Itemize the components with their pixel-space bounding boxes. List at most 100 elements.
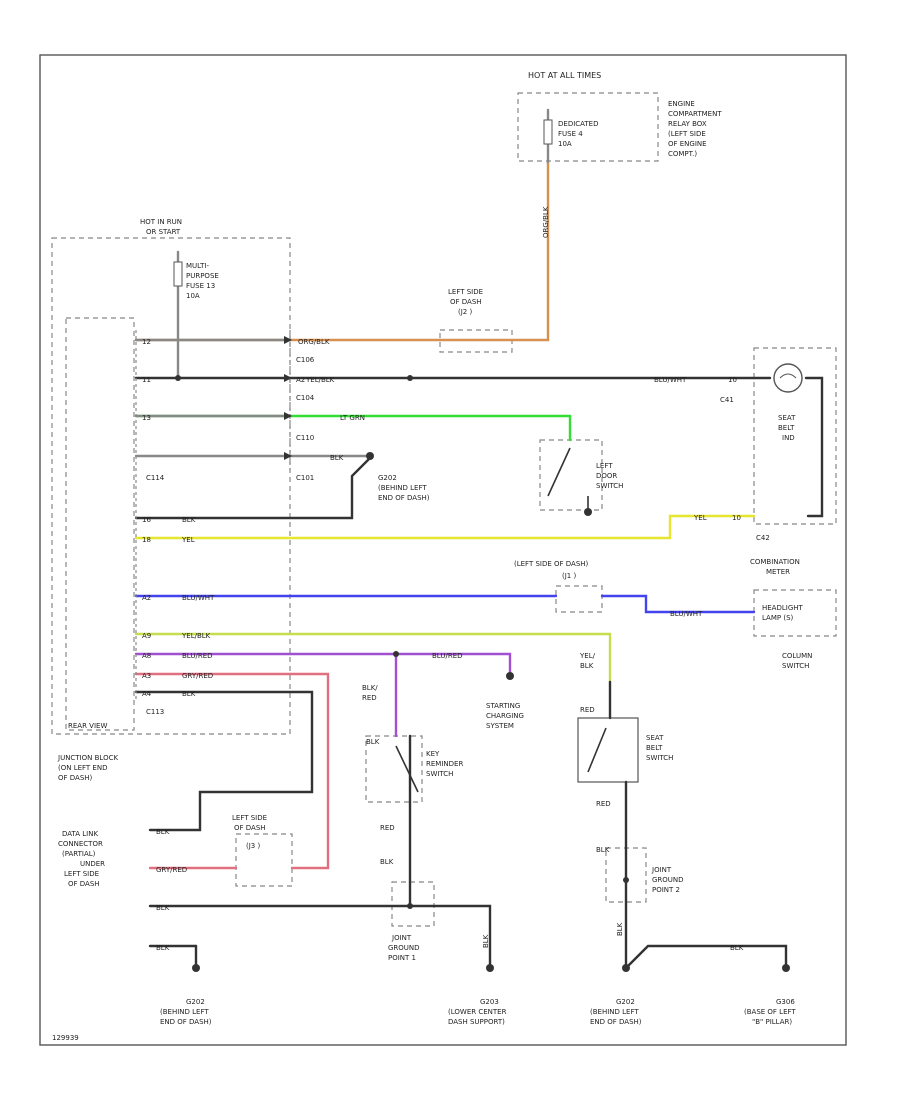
junction-block-label: REAR VIEW JUNCTION BLOCK (ON LEFT END OF…: [57, 722, 118, 782]
svg-text:GROUND: GROUND: [388, 944, 420, 952]
pin-numbers: 12 11 13 16 18 A2 A9 A8 A3 A4 A2 10 10: [142, 338, 741, 698]
svg-text:SEAT: SEAT: [646, 734, 664, 742]
svg-text:BLK/: BLK/: [362, 684, 378, 692]
svg-text:RED: RED: [362, 694, 377, 702]
seat-belt-switch-label: SEAT BELT SWITCH: [646, 734, 673, 762]
diagram-id: 129939: [52, 1034, 79, 1042]
blk-wire-jb: [134, 456, 372, 520]
connector-label: C106: [296, 356, 315, 364]
door-switch-blade: [547, 447, 571, 497]
ground-symbol-icon: [584, 508, 592, 516]
svg-text:A2: A2: [142, 594, 151, 602]
splice-j1-box: [555, 585, 603, 613]
seat-belt-ind-label: SEAT BELT IND: [778, 414, 796, 442]
key-reminder-label: KEY REMINDER SWITCH: [426, 750, 463, 778]
svg-text:FUSE 13: FUSE 13: [186, 282, 215, 290]
dlc-label: DATA LINK CONNECTOR (PARTIAL) UNDER LEFT…: [58, 830, 105, 888]
connector-label: C114: [146, 474, 165, 482]
svg-text:(BEHIND LEFT: (BEHIND LEFT: [590, 1008, 639, 1016]
combination-meter-box: [753, 347, 837, 525]
svg-text:DASH SUPPORT): DASH SUPPORT): [448, 1018, 505, 1026]
connector-arrow: [284, 336, 292, 344]
column-switch-box: [753, 589, 837, 637]
wire-label: RED: [580, 706, 595, 714]
splice-j3-box: [235, 833, 293, 887]
wire-label: YEL/BLK: [181, 632, 211, 640]
svg-text:OF DASH: OF DASH: [450, 298, 482, 306]
svg-text:COLUMN: COLUMN: [782, 652, 812, 660]
svg-text:LAMP (S): LAMP (S): [762, 614, 794, 622]
svg-text:SWITCH: SWITCH: [646, 754, 673, 762]
connector-arrow: [284, 374, 292, 382]
wire-label: BLK: [156, 828, 170, 836]
svg-text:(BEHIND LEFT: (BEHIND LEFT: [160, 1008, 209, 1016]
yel-wire: [134, 514, 756, 540]
svg-text:KEY: KEY: [426, 750, 440, 758]
svg-text:G202: G202: [378, 474, 397, 482]
svg-text:CHARGING: CHARGING: [486, 712, 524, 720]
svg-text:A4: A4: [142, 690, 152, 698]
svg-text:POINT 1: POINT 1: [388, 954, 416, 962]
joint-ground-1-box: [391, 881, 435, 927]
svg-text:G203: G203: [480, 998, 499, 1006]
wire-label: BLU/WHT: [654, 376, 687, 384]
wire-label: GRY/RED: [182, 672, 213, 680]
svg-text:LEFT SIDE: LEFT SIDE: [64, 870, 99, 878]
wire-label: BLU/RED: [182, 652, 213, 660]
svg-text:MULTI-: MULTI-: [186, 262, 209, 270]
splice-dot: [175, 375, 181, 381]
svg-text:OR START: OR START: [146, 228, 181, 236]
svg-text:IND: IND: [782, 434, 795, 442]
splice-dot: [623, 877, 629, 883]
multi-fuse-label: MULTI- PURPOSE FUSE 13 10A: [186, 262, 219, 300]
svg-text:RELAY BOX: RELAY BOX: [668, 120, 707, 128]
svg-text:METER: METER: [766, 568, 790, 576]
svg-text:16: 16: [142, 516, 151, 524]
wire-label: BLK: [366, 738, 380, 746]
connector-label: C42: [756, 534, 770, 542]
ground-symbol-icon: [486, 964, 494, 972]
svg-text:REMINDER: REMINDER: [426, 760, 463, 768]
svg-text:(LOWER CENTER: (LOWER CENTER: [448, 1008, 507, 1016]
blu-red-wire: [134, 652, 512, 678]
svg-text:FUSE 4: FUSE 4: [558, 130, 583, 138]
key-switch-blade: [395, 745, 419, 793]
svg-text:"B" PILLAR): "B" PILLAR): [752, 1018, 792, 1026]
connector-end-icon: [506, 672, 514, 680]
column-switch-label: COLUMN SWITCH: [782, 652, 812, 670]
svg-text:(BEHIND LEFT: (BEHIND LEFT: [378, 484, 427, 492]
svg-text:YEL/: YEL/: [579, 652, 596, 660]
starting-charging-label: STARTING CHARGING SYSTEM: [486, 702, 524, 730]
svg-text:JOINT: JOINT: [391, 934, 412, 942]
wire-label: BLK: [596, 846, 610, 854]
svg-text:10A: 10A: [558, 140, 572, 148]
wire-label: BLK: [730, 944, 744, 952]
g202-a-label: G202 (BEHIND LEFT END OF DASH): [160, 998, 212, 1026]
svg-text:OF ENGINE: OF ENGINE: [668, 140, 707, 148]
ground-symbol-icon: [782, 964, 790, 972]
svg-text:G202: G202: [186, 998, 205, 1006]
svg-text:10: 10: [732, 514, 741, 522]
svg-text:ENGINE: ENGINE: [668, 100, 695, 108]
splice-j3-label: LEFT SIDE OF DASH (J3 ): [232, 814, 267, 850]
headlight-lamp-label: HEADLIGHT LAMP (S): [762, 604, 804, 622]
wire-label: GRY/RED: [156, 866, 187, 874]
svg-text:COMBINATION: COMBINATION: [750, 558, 800, 566]
ground-symbol-icon: [622, 964, 630, 972]
svg-text:DATA LINK: DATA LINK: [62, 830, 98, 838]
seat-belt-switch-box: [577, 717, 639, 783]
svg-text:G306: G306: [776, 998, 795, 1006]
g306-wire: [624, 944, 788, 970]
wire-label: BLU/RED: [432, 652, 463, 660]
wire-label: BLK: [156, 944, 170, 952]
svg-text:BELT: BELT: [646, 744, 663, 752]
wire-label: BLK: [482, 934, 490, 948]
connector-label: C113: [146, 708, 164, 716]
svg-text:(J3 ): (J3 ): [246, 842, 260, 850]
splice-j1-label: (LEFT SIDE OF DASH): [514, 560, 589, 568]
connector-label: C101: [296, 474, 314, 482]
svg-text:DEDICATED: DEDICATED: [558, 120, 599, 128]
svg-text:11: 11: [142, 376, 151, 384]
svg-text:(J2 ): (J2 ): [458, 308, 472, 316]
svg-text:OF DASH: OF DASH: [234, 824, 266, 832]
